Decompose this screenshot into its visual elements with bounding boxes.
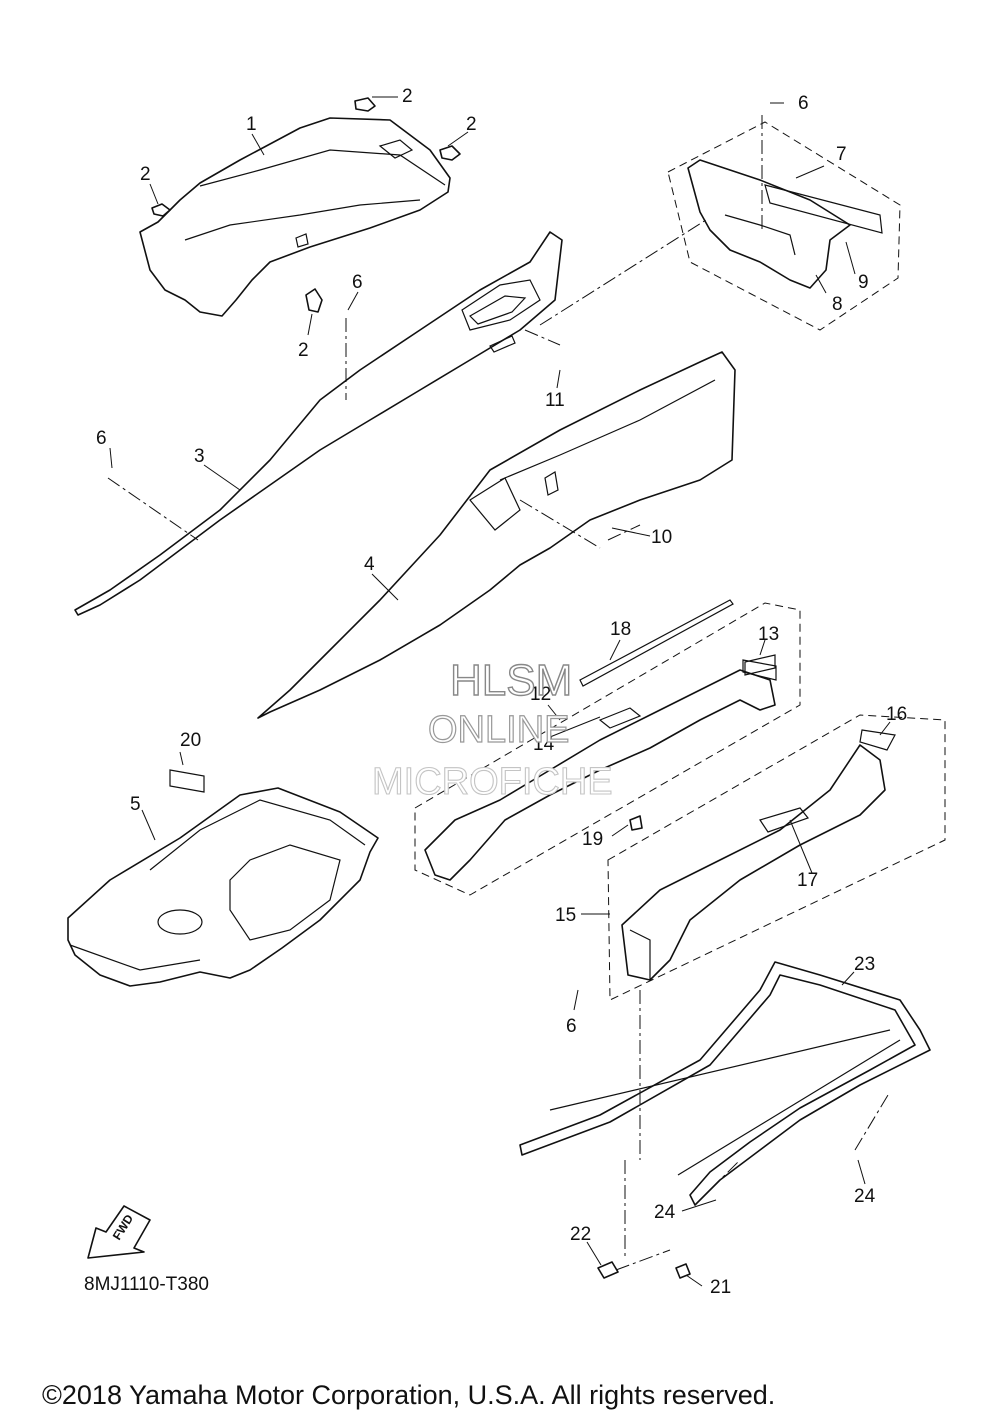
callout-15: 15 [555,905,576,926]
callout-19: 19 [582,829,603,850]
decal-20 [169,769,205,793]
callout-12: 12 [530,684,551,705]
part-3-rail [74,231,563,616]
callout-14: 14 [533,734,555,755]
callout-6b: 6 [352,272,363,293]
callout-21: 21 [710,1277,731,1298]
part-5-bin [67,787,379,987]
watermark-line3: MICROFICHE [372,761,613,803]
callout-11: 11 [545,390,565,411]
copyright: ©2018 Yamaha Motor Corporation, U.S.A. A… [42,1380,775,1410]
leader-lines [107,96,891,1287]
part-4-rail [257,351,736,719]
part-1-cover [139,117,451,317]
callout-1: 1 [246,114,257,135]
callout-2d: 2 [298,340,309,361]
callout-5: 5 [130,794,141,815]
part-21-22-hardware [597,1261,691,1279]
callout-6c: 6 [96,428,107,449]
callout-24b: 24 [854,1186,876,1207]
callout-23: 23 [854,954,875,975]
callout-22: 22 [570,1224,591,1245]
part-7-8-9-assembly [667,121,901,331]
callout-17: 17 [797,870,818,891]
callout-20: 20 [180,730,201,751]
callout-2b: 2 [466,114,477,135]
watermark-line2: ONLINE [428,709,569,751]
callout-16: 16 [886,704,907,725]
diagram-code: 8MJ1110-T380 [84,1274,209,1295]
fwd-arrow-icon: FWD [87,1205,151,1259]
callout-4: 4 [364,554,375,575]
callout-9: 9 [858,272,869,293]
callout-7: 7 [836,144,847,165]
callout-10: 10 [651,527,672,548]
callout-8: 8 [832,294,843,315]
callout-2a: 2 [402,86,413,107]
part-2-clips [151,97,461,313]
callout-6d: 6 [566,1016,577,1037]
callout-18: 18 [610,619,631,640]
callouts: 1 2 2 2 2 3 4 5 6 6 6 6 7 8 9 10 11 12 1… [96,86,907,1298]
callout-6a: 6 [798,93,809,114]
callout-2c: 2 [140,164,151,185]
callout-13: 13 [758,624,779,645]
part-15-17-assembly [607,714,946,1001]
callout-24a: 24 [654,1202,676,1223]
watermark: HLSM ONLINE MICROFICHE [371,655,613,803]
part-23-frame [519,961,931,1206]
decals [169,659,777,793]
part-12-14-assembly [414,599,801,896]
watermark-line1: HLSM [450,656,572,705]
callout-3: 3 [194,446,205,467]
decal-13 [742,659,777,681]
